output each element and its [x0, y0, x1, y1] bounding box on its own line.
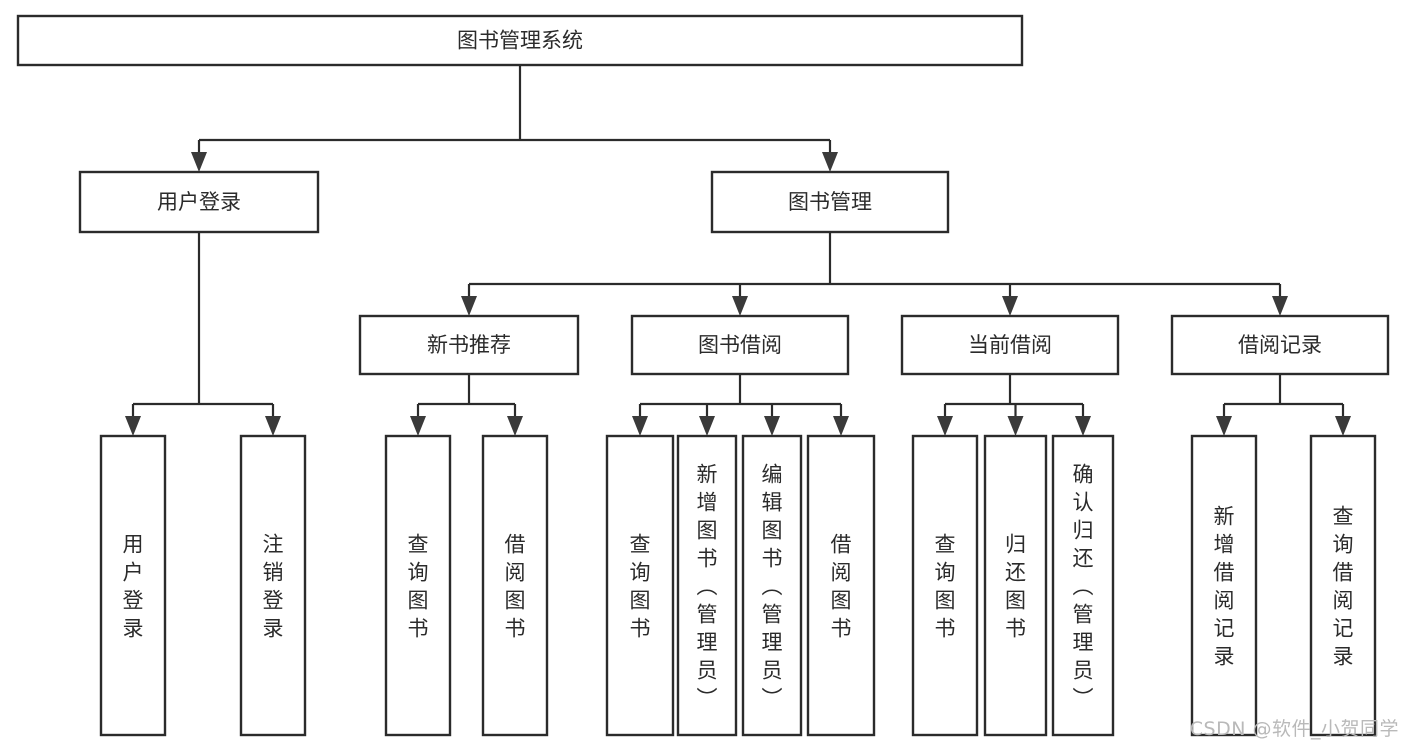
- node-label: 查询图书: [408, 532, 429, 640]
- node-box[interactable]: [99, 434, 167, 737]
- arrow-head-icon: [191, 152, 207, 172]
- node-box[interactable]: [358, 314, 580, 376]
- arrow-head-icon: [461, 296, 477, 316]
- node-box[interactable]: [16, 14, 1024, 67]
- connector-group-n-book-manage: [461, 232, 1288, 316]
- node-label: 当前借阅: [968, 333, 1052, 357]
- node-label: 查询借阅记录: [1333, 504, 1354, 668]
- node-box[interactable]: [1051, 434, 1115, 737]
- node-l-borrow-book-2[interactable]: 借阅图书: [806, 434, 876, 737]
- node-box[interactable]: [900, 314, 1120, 376]
- watermark-text: CSDN @软件_小贺同学: [1189, 718, 1399, 740]
- node-box[interactable]: [676, 434, 738, 737]
- node-label: 图书借阅: [698, 333, 782, 357]
- connector-group-root: [191, 65, 838, 172]
- connector-group-n-borrow-record: [1216, 374, 1351, 436]
- node-label: 新增图书︵管理员︶: [697, 462, 718, 710]
- node-label: 编辑图书︵管理员︶: [762, 462, 783, 710]
- node-n-new-book-rec[interactable]: 新书推荐: [358, 314, 580, 376]
- node-l-query-record[interactable]: 查询借阅记录: [1309, 434, 1377, 737]
- node-label: 借阅图书: [505, 532, 526, 640]
- node-n-borrow-record[interactable]: 借阅记录: [1170, 314, 1390, 376]
- node-label: 注销登录: [263, 532, 284, 640]
- node-box[interactable]: [983, 434, 1048, 737]
- node-label: 新书推荐: [427, 333, 511, 357]
- node-label: 确认归还︵管理员︶: [1073, 462, 1094, 710]
- node-box[interactable]: [741, 434, 803, 737]
- node-label: 查询图书: [630, 532, 651, 640]
- node-l-q-book-3[interactable]: 查询图书: [911, 434, 979, 737]
- node-n-book-borrow[interactable]: 图书借阅: [630, 314, 850, 376]
- node-root[interactable]: 图书管理系统: [16, 14, 1024, 67]
- node-box[interactable]: [710, 170, 950, 234]
- node-box[interactable]: [481, 434, 549, 737]
- node-n-book-manage[interactable]: 图书管理: [710, 170, 950, 234]
- node-label: 用户登录: [157, 190, 241, 214]
- arrow-head-icon: [410, 416, 426, 436]
- node-label: 借阅图书: [831, 532, 852, 640]
- connector-group-n-user-login: [125, 232, 281, 436]
- arrow-head-icon: [1272, 296, 1288, 316]
- node-l-add-record[interactable]: 新增借阅记录: [1190, 434, 1258, 737]
- connector-group-n-new-book-rec: [410, 374, 523, 436]
- arrow-head-icon: [833, 416, 849, 436]
- node-box[interactable]: [1170, 314, 1390, 376]
- arrow-head-icon: [764, 416, 780, 436]
- arrow-head-icon: [937, 416, 953, 436]
- node-box[interactable]: [806, 434, 876, 737]
- node-l-edit-book[interactable]: 编辑图书︵管理员︶: [741, 434, 803, 737]
- node-label: 用户登录: [123, 532, 144, 640]
- connectors-layer: [125, 65, 1351, 436]
- node-box[interactable]: [1309, 434, 1377, 737]
- node-l-borrow-book-1[interactable]: 借阅图书: [481, 434, 549, 737]
- node-box[interactable]: [605, 434, 675, 737]
- arrow-head-icon: [1335, 416, 1351, 436]
- node-box[interactable]: [630, 314, 850, 376]
- node-l-add-book[interactable]: 新增图书︵管理员︶: [676, 434, 738, 737]
- node-box[interactable]: [1190, 434, 1258, 737]
- node-label: 图书管理系统: [457, 29, 583, 53]
- arrow-head-icon: [632, 416, 648, 436]
- node-label: 图书管理: [788, 190, 872, 214]
- arrow-head-icon: [1075, 416, 1091, 436]
- node-n-current-borrow[interactable]: 当前借阅: [900, 314, 1120, 376]
- node-label: 查询图书: [935, 532, 956, 640]
- arrow-head-icon: [1002, 296, 1018, 316]
- nodes-layer: 图书管理系统用户登录图书管理新书推荐图书借阅当前借阅借阅记录用户登录注销登录查询…: [16, 14, 1390, 737]
- arrow-head-icon: [732, 296, 748, 316]
- arrow-head-icon: [1007, 416, 1024, 436]
- node-label: 归还图书: [1005, 532, 1026, 640]
- arrow-head-icon: [822, 152, 838, 172]
- node-l-q-book-2[interactable]: 查询图书: [605, 434, 675, 737]
- arrow-head-icon: [265, 416, 281, 436]
- node-box[interactable]: [384, 434, 452, 737]
- node-box[interactable]: [78, 170, 320, 234]
- node-label: 新增借阅记录: [1214, 504, 1235, 668]
- arrow-head-icon: [507, 416, 523, 436]
- connector-group-n-current-borrow: [937, 374, 1091, 436]
- node-box[interactable]: [239, 434, 307, 737]
- node-label: 借阅记录: [1238, 333, 1322, 357]
- node-box[interactable]: [911, 434, 979, 737]
- node-n-user-login[interactable]: 用户登录: [78, 170, 320, 234]
- node-l-logout[interactable]: 注销登录: [239, 434, 307, 737]
- node-l-q-book-1[interactable]: 查询图书: [384, 434, 452, 737]
- arrow-head-icon: [125, 416, 141, 436]
- connector-group-n-book-borrow: [632, 374, 849, 436]
- node-l-return-book[interactable]: 归还图书: [983, 434, 1048, 737]
- arrow-head-icon: [1216, 416, 1232, 436]
- node-l-user-login[interactable]: 用户登录: [99, 434, 167, 737]
- node-l-confirm-return[interactable]: 确认归还︵管理员︶: [1051, 434, 1115, 737]
- arrow-head-icon: [699, 416, 715, 436]
